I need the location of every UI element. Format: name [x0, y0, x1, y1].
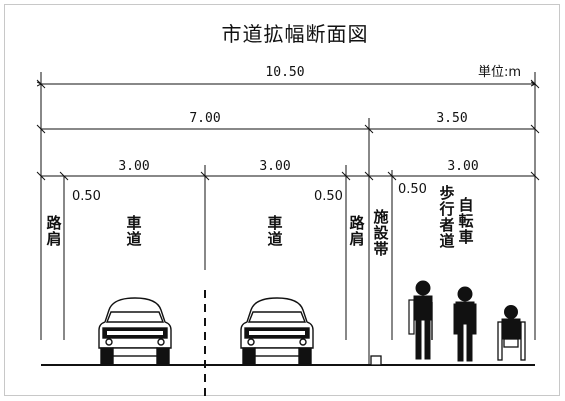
- dim-total: 10.50: [265, 65, 304, 80]
- label-facility-zone: 施設帯: [373, 208, 389, 258]
- pedestrian-icon: [408, 280, 433, 360]
- label-bicycle-way: 自転車: [458, 196, 473, 246]
- label-shoulder-right: 路肩: [349, 214, 365, 248]
- label-shoulder-left: 路肩: [46, 214, 62, 248]
- dim-carriageway-total: 7.00: [189, 111, 220, 126]
- car-right-icon: [240, 297, 314, 365]
- label-lane-right: 車道: [267, 214, 282, 248]
- wheelchair-user-icon: [497, 305, 526, 361]
- car-left-icon: [98, 297, 172, 365]
- dim-lane-left: 3.00: [118, 159, 149, 174]
- label-pedestrian-way: 歩行者道: [438, 184, 454, 250]
- pedestrian-2-icon: [453, 286, 477, 362]
- unit-label: 単位:m: [478, 64, 521, 80]
- extension-lines: [40, 72, 536, 365]
- dim-lane-right: 3.00: [259, 159, 290, 174]
- dim-facility-zone: 0.50: [398, 182, 427, 197]
- dim-shoulder-right: 0.50: [314, 189, 343, 204]
- diagram-title: 市道拡幅断面図: [221, 22, 369, 46]
- facility-box: [370, 355, 382, 366]
- dimension-lines: [36, 79, 540, 181]
- dim-sidewalk-width: 3.00: [447, 159, 478, 174]
- label-lane-left: 車道: [126, 214, 141, 248]
- dim-sidewalk-total: 3.50: [436, 111, 467, 126]
- dim-shoulder-left: 0.50: [72, 189, 101, 204]
